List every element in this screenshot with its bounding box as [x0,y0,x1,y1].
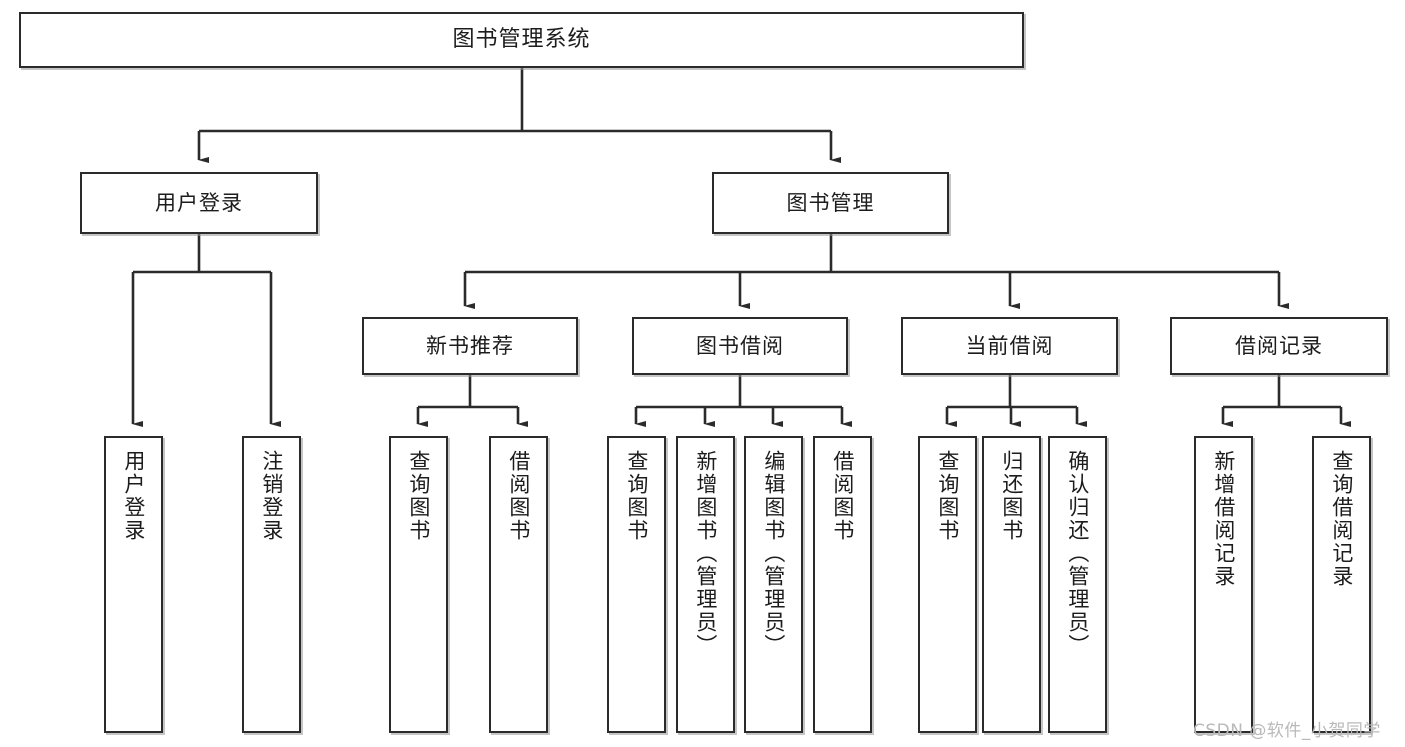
node-leaf-query-record[interactable]: 查询借阅记录 [1312,436,1371,733]
node-leaf-query-book-2[interactable]: 查询图书 [607,436,666,733]
node-leaf-confirm-return[interactable]: 确认归还（管理员） [1048,436,1107,733]
node-borrow-record-label: 借阅记录 [1235,333,1323,358]
node-leaf-add-record[interactable]: 新增借阅记录 [1194,436,1253,733]
node-leaf-logout-label: 注销登录 [259,450,284,542]
node-leaf-query-book-3[interactable]: 查询图书 [918,436,977,733]
node-leaf-edit-book[interactable]: 编辑图书（管理员） [744,436,803,733]
node-leaf-borrow-book-1-label: 借阅图书 [506,450,531,542]
node-leaf-query-book-1-label: 查询图书 [406,450,431,542]
node-leaf-confirm-return-label: 确认归还（管理员） [1065,450,1090,657]
node-root[interactable]: 图书管理系统 [19,12,1024,68]
node-user-login[interactable]: 用户登录 [80,172,318,234]
node-borrow-record[interactable]: 借阅记录 [1170,317,1388,375]
node-leaf-borrow-book-1[interactable]: 借阅图书 [489,436,548,733]
node-user-login-label: 用户登录 [155,190,243,215]
node-current-borrow[interactable]: 当前借阅 [901,317,1118,375]
node-book-manage-label: 图书管理 [786,190,875,215]
node-new-book-recommend[interactable]: 新书推荐 [362,317,578,375]
node-new-book-recommend-label: 新书推荐 [426,333,514,358]
node-book-manage[interactable]: 图书管理 [712,172,949,234]
node-current-borrow-label: 当前借阅 [965,333,1054,358]
csdn-watermark: CSDN @软件_小贺同学 [1193,721,1381,741]
node-leaf-logout[interactable]: 注销登录 [242,436,301,733]
node-leaf-edit-book-label: 编辑图书（管理员） [761,450,786,657]
node-leaf-return-book[interactable]: 归还图书 [982,436,1041,733]
node-book-borrow-label: 图书借阅 [696,333,784,358]
node-leaf-return-book-label: 归还图书 [999,450,1024,542]
node-leaf-user-login[interactable]: 用户登录 [104,436,163,733]
node-leaf-user-login-label: 用户登录 [121,450,146,542]
node-leaf-borrow-book-2-label: 借阅图书 [830,450,855,542]
node-book-borrow[interactable]: 图书借阅 [632,317,848,375]
node-root-label: 图书管理系统 [452,27,591,53]
node-leaf-query-book-1[interactable]: 查询图书 [389,436,448,733]
node-leaf-add-record-label: 新增借阅记录 [1211,450,1236,588]
node-leaf-borrow-book-2[interactable]: 借阅图书 [813,436,872,733]
node-leaf-add-book[interactable]: 新增图书（管理员） [676,436,735,733]
node-leaf-query-record-label: 查询借阅记录 [1329,450,1354,588]
node-leaf-add-book-label: 新增图书（管理员） [693,450,718,657]
node-leaf-query-book-2-label: 查询图书 [624,450,649,542]
node-leaf-query-book-3-label: 查询图书 [935,450,960,542]
